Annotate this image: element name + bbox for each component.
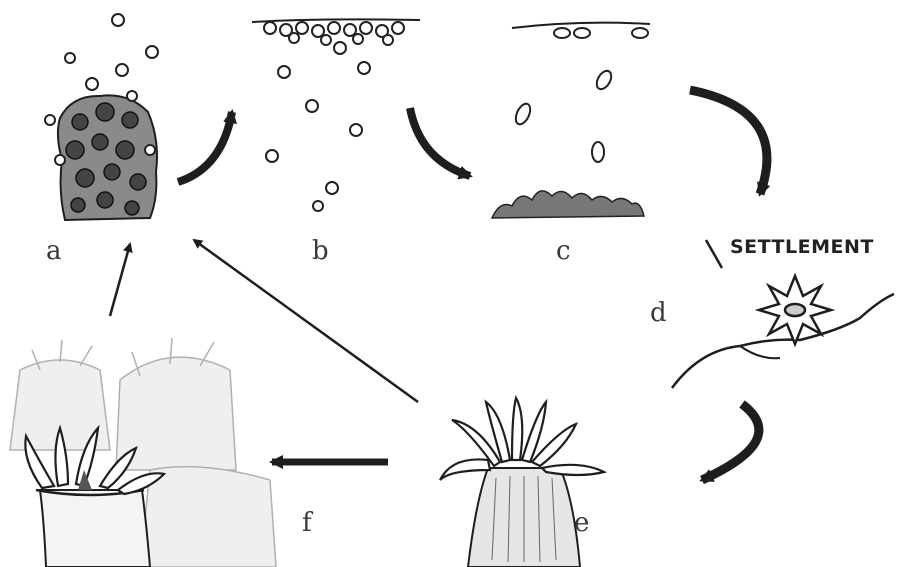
arrow-a-to-b (178, 112, 232, 182)
settlement-label: SETTLEMENT (730, 236, 874, 258)
arrow-b-to-c (410, 108, 470, 176)
stage-c-planula-larvae (492, 23, 650, 218)
arrow-d-to-e (702, 404, 759, 480)
stage-label-e: e (574, 510, 589, 536)
stage-f-polyp-colony (10, 338, 276, 567)
arrow-c-to-d (690, 90, 767, 194)
stage-label-a: a (46, 238, 62, 264)
stage-d-settled-polyp (672, 240, 894, 388)
stage-e-mature-polyp (440, 398, 604, 567)
arrow-f-to-a (110, 244, 130, 316)
stage-label-f: f (302, 510, 312, 536)
stage-label-d: d (650, 300, 667, 326)
stage-b-gametes-at-surface (252, 19, 420, 211)
stage-label-b: b (312, 238, 329, 264)
stage-label-c: c (556, 238, 571, 264)
stage-a-spawning-colony (45, 14, 158, 220)
